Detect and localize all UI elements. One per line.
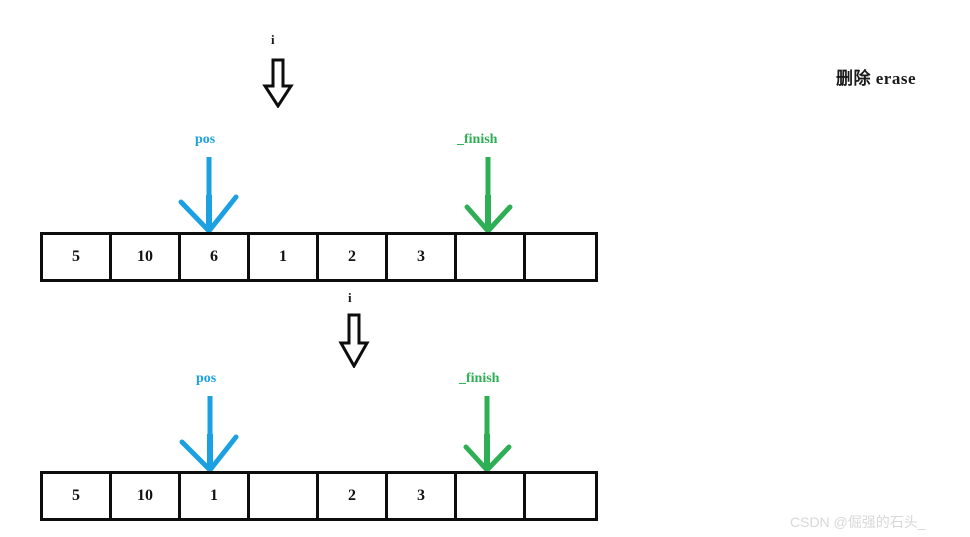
- pos-pointer-arrow-row1: [178, 157, 239, 234]
- array-cell[interactable]: [250, 474, 319, 518]
- page-title: 删除 erase: [836, 69, 917, 88]
- array-cell[interactable]: 1: [250, 235, 319, 279]
- index-pointer-arrow-row1: [262, 58, 294, 108]
- array-cell[interactable]: 5: [43, 474, 112, 518]
- array-cell[interactable]: 2: [319, 235, 388, 279]
- array-cell[interactable]: 10: [112, 474, 181, 518]
- array-cell[interactable]: 10: [112, 235, 181, 279]
- pointer-label-finish-row1: _finish: [457, 132, 498, 147]
- array-cell[interactable]: 5: [43, 235, 112, 279]
- pointer-label-pos-row2: pos: [196, 371, 217, 386]
- array-cell[interactable]: [457, 474, 526, 518]
- pointer-label-i-row2: i: [348, 290, 352, 305]
- array-cell[interactable]: 2: [319, 474, 388, 518]
- pointer-label-i-row1: i: [271, 32, 275, 47]
- finish-pointer-arrow-row1: [464, 157, 513, 234]
- array-cell[interactable]: 6: [181, 235, 250, 279]
- finish-pointer-arrow-row2: [463, 396, 512, 473]
- index-pointer-arrow-row2: [338, 313, 370, 368]
- pos-pointer-arrow-row2: [179, 396, 239, 473]
- array-row-before: 5 10 6 1 2 3: [40, 232, 598, 282]
- array-cell[interactable]: 3: [388, 235, 457, 279]
- array-cell[interactable]: 3: [388, 474, 457, 518]
- array-cell[interactable]: 1: [181, 474, 250, 518]
- pointer-label-finish-row2: _finish: [459, 371, 500, 386]
- array-cell[interactable]: [457, 235, 526, 279]
- array-cell[interactable]: [526, 235, 595, 279]
- csdn-watermark: CSDN @倔强的石头_: [790, 514, 926, 530]
- array-cell[interactable]: [526, 474, 595, 518]
- pointer-label-pos-row1: pos: [195, 132, 216, 147]
- array-row-after: 5 10 1 2 3: [40, 471, 598, 521]
